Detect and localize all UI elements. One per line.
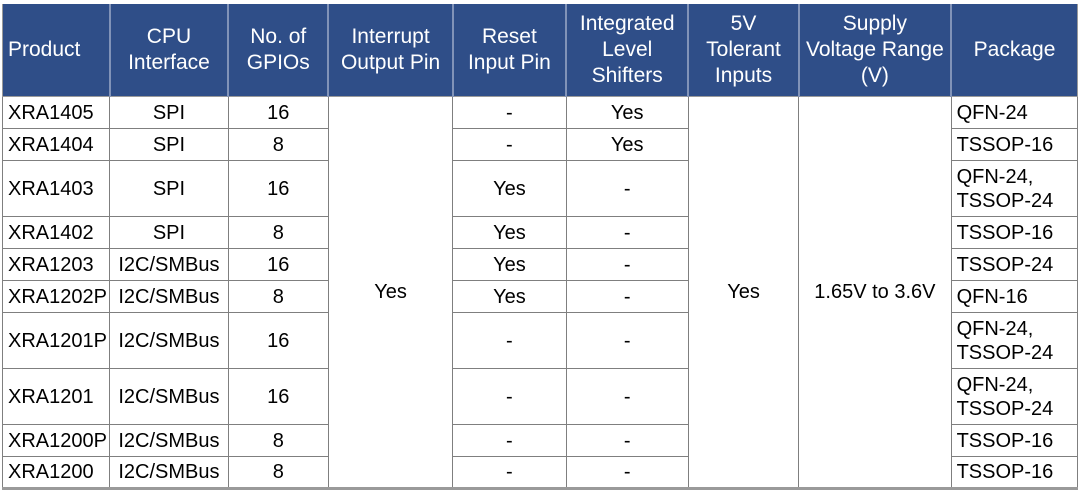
cell-reset-input-pin: Yes <box>452 216 567 249</box>
col-header-interrupt-output-pin: Interrupt Output Pin <box>327 4 453 97</box>
table-row: XRA1405 SPI 16 Yes - Yes Yes 1.65V to 3.… <box>1 96 1079 489</box>
cell-product: XRA1402 <box>1 216 111 249</box>
cell-reset-input-pin: - <box>452 96 567 129</box>
cell-level-shifters: - <box>565 456 689 489</box>
cell-package: TSSOP-16 <box>950 128 1079 161</box>
cell-5v-tolerant-merged: Yes <box>687 96 800 489</box>
cell-gpios: 8 <box>227 456 329 489</box>
cell-cpu-interface: I2C/SMBus <box>109 368 229 425</box>
cell-cpu-interface: I2C/SMBus <box>109 248 229 281</box>
table-row: XRA1402 SPI 8 Yes - TSSOP-16 <box>1 216 1079 249</box>
cell-reset-input-pin: - <box>452 128 567 161</box>
cell-gpios: 16 <box>227 248 329 281</box>
cell-gpios: 16 <box>227 368 329 425</box>
cell-gpios: 16 <box>227 96 329 129</box>
table-row: XRA1403 SPI 16 Yes - QFN-24, TSSOP-24 <box>1 160 1079 217</box>
cell-supply-voltage-merged: 1.65V to 3.6V <box>798 96 952 489</box>
cell-reset-input-pin: - <box>452 456 567 489</box>
cell-product: XRA1201P <box>1 312 111 369</box>
cell-cpu-interface: I2C/SMBus <box>109 280 229 313</box>
cell-cpu-interface: I2C/SMBus <box>109 312 229 369</box>
col-header-product: Product <box>2 4 110 97</box>
cell-level-shifters: - <box>565 216 689 249</box>
cell-product: XRA1404 <box>1 128 111 161</box>
cell-level-shifters: Yes <box>565 128 689 161</box>
product-spec-table: Product CPU Interface No. of GPIOs Inter… <box>1 4 1079 490</box>
cell-package: QFN-24 <box>950 96 1079 129</box>
cell-product: XRA1403 <box>1 160 111 217</box>
col-header-gpios: No. of GPIOs <box>227 4 329 97</box>
header-row: Product CPU Interface No. of GPIOs Inter… <box>2 4 1078 97</box>
table-row: XRA1201 I2C/SMBus 16 - - QFN-24, TSSOP-2… <box>1 368 1079 425</box>
cell-cpu-interface: SPI <box>109 96 229 129</box>
cell-interrupt-output-pin-merged: Yes <box>327 96 454 489</box>
cell-level-shifters: - <box>565 312 689 369</box>
col-header-reset-input-pin: Reset Input Pin <box>451 4 567 97</box>
cell-reset-input-pin: Yes <box>452 248 567 281</box>
cell-package: QFN-16 <box>950 280 1079 313</box>
cell-reset-input-pin: - <box>452 312 567 369</box>
cell-gpios: 8 <box>227 280 329 313</box>
col-header-integrated-level-shifters: Integrated Level Shifters <box>565 4 689 97</box>
cell-package: TSSOP-16 <box>950 456 1079 489</box>
cell-product: XRA1203 <box>1 248 111 281</box>
cell-level-shifters: - <box>565 424 689 457</box>
cell-cpu-interface: I2C/SMBus <box>109 424 229 457</box>
cell-cpu-interface: SPI <box>109 128 229 161</box>
cell-package: QFN-24, TSSOP-24 <box>950 160 1079 217</box>
cell-package: QFN-24, TSSOP-24 <box>950 368 1079 425</box>
cell-product: XRA1200P <box>1 424 111 457</box>
col-header-5v-tolerant-inputs: 5V Tolerant Inputs <box>687 4 799 97</box>
cell-product: XRA1202P <box>1 280 111 313</box>
cell-reset-input-pin: Yes <box>452 280 567 313</box>
col-header-package: Package <box>950 4 1078 97</box>
col-header-cpu-interface: CPU Interface <box>108 4 229 97</box>
cell-level-shifters: Yes <box>565 96 689 129</box>
cell-package: TSSOP-16 <box>950 424 1079 457</box>
cell-level-shifters: - <box>565 368 689 425</box>
cell-cpu-interface: SPI <box>109 216 229 249</box>
col-header-supply-voltage-range: Supply Voltage Range (V) <box>797 4 952 97</box>
cell-level-shifters: - <box>565 280 689 313</box>
table-row: XRA1404 SPI 8 - Yes TSSOP-16 <box>1 128 1079 161</box>
cell-reset-input-pin: - <box>452 368 567 425</box>
cell-reset-input-pin: - <box>452 424 567 457</box>
cell-product: XRA1201 <box>1 368 111 425</box>
table-row: XRA1202P I2C/SMBus 8 Yes - QFN-16 <box>1 280 1079 313</box>
cell-gpios: 16 <box>227 312 329 369</box>
cell-package: TSSOP-16 <box>950 216 1079 249</box>
cell-level-shifters: - <box>565 160 689 217</box>
cell-product: XRA1405 <box>1 96 111 129</box>
cell-product: XRA1200 <box>1 456 111 489</box>
cell-gpios: 8 <box>227 128 329 161</box>
cell-cpu-interface: SPI <box>109 160 229 217</box>
cell-reset-input-pin: Yes <box>452 160 567 217</box>
cell-cpu-interface: I2C/SMBus <box>109 456 229 489</box>
cell-gpios: 16 <box>227 160 329 217</box>
cell-gpios: 8 <box>227 424 329 457</box>
cell-package: QFN-24, TSSOP-24 <box>950 312 1079 369</box>
cell-level-shifters: - <box>565 248 689 281</box>
cell-package: TSSOP-24 <box>950 248 1079 281</box>
cell-gpios: 8 <box>227 216 329 249</box>
